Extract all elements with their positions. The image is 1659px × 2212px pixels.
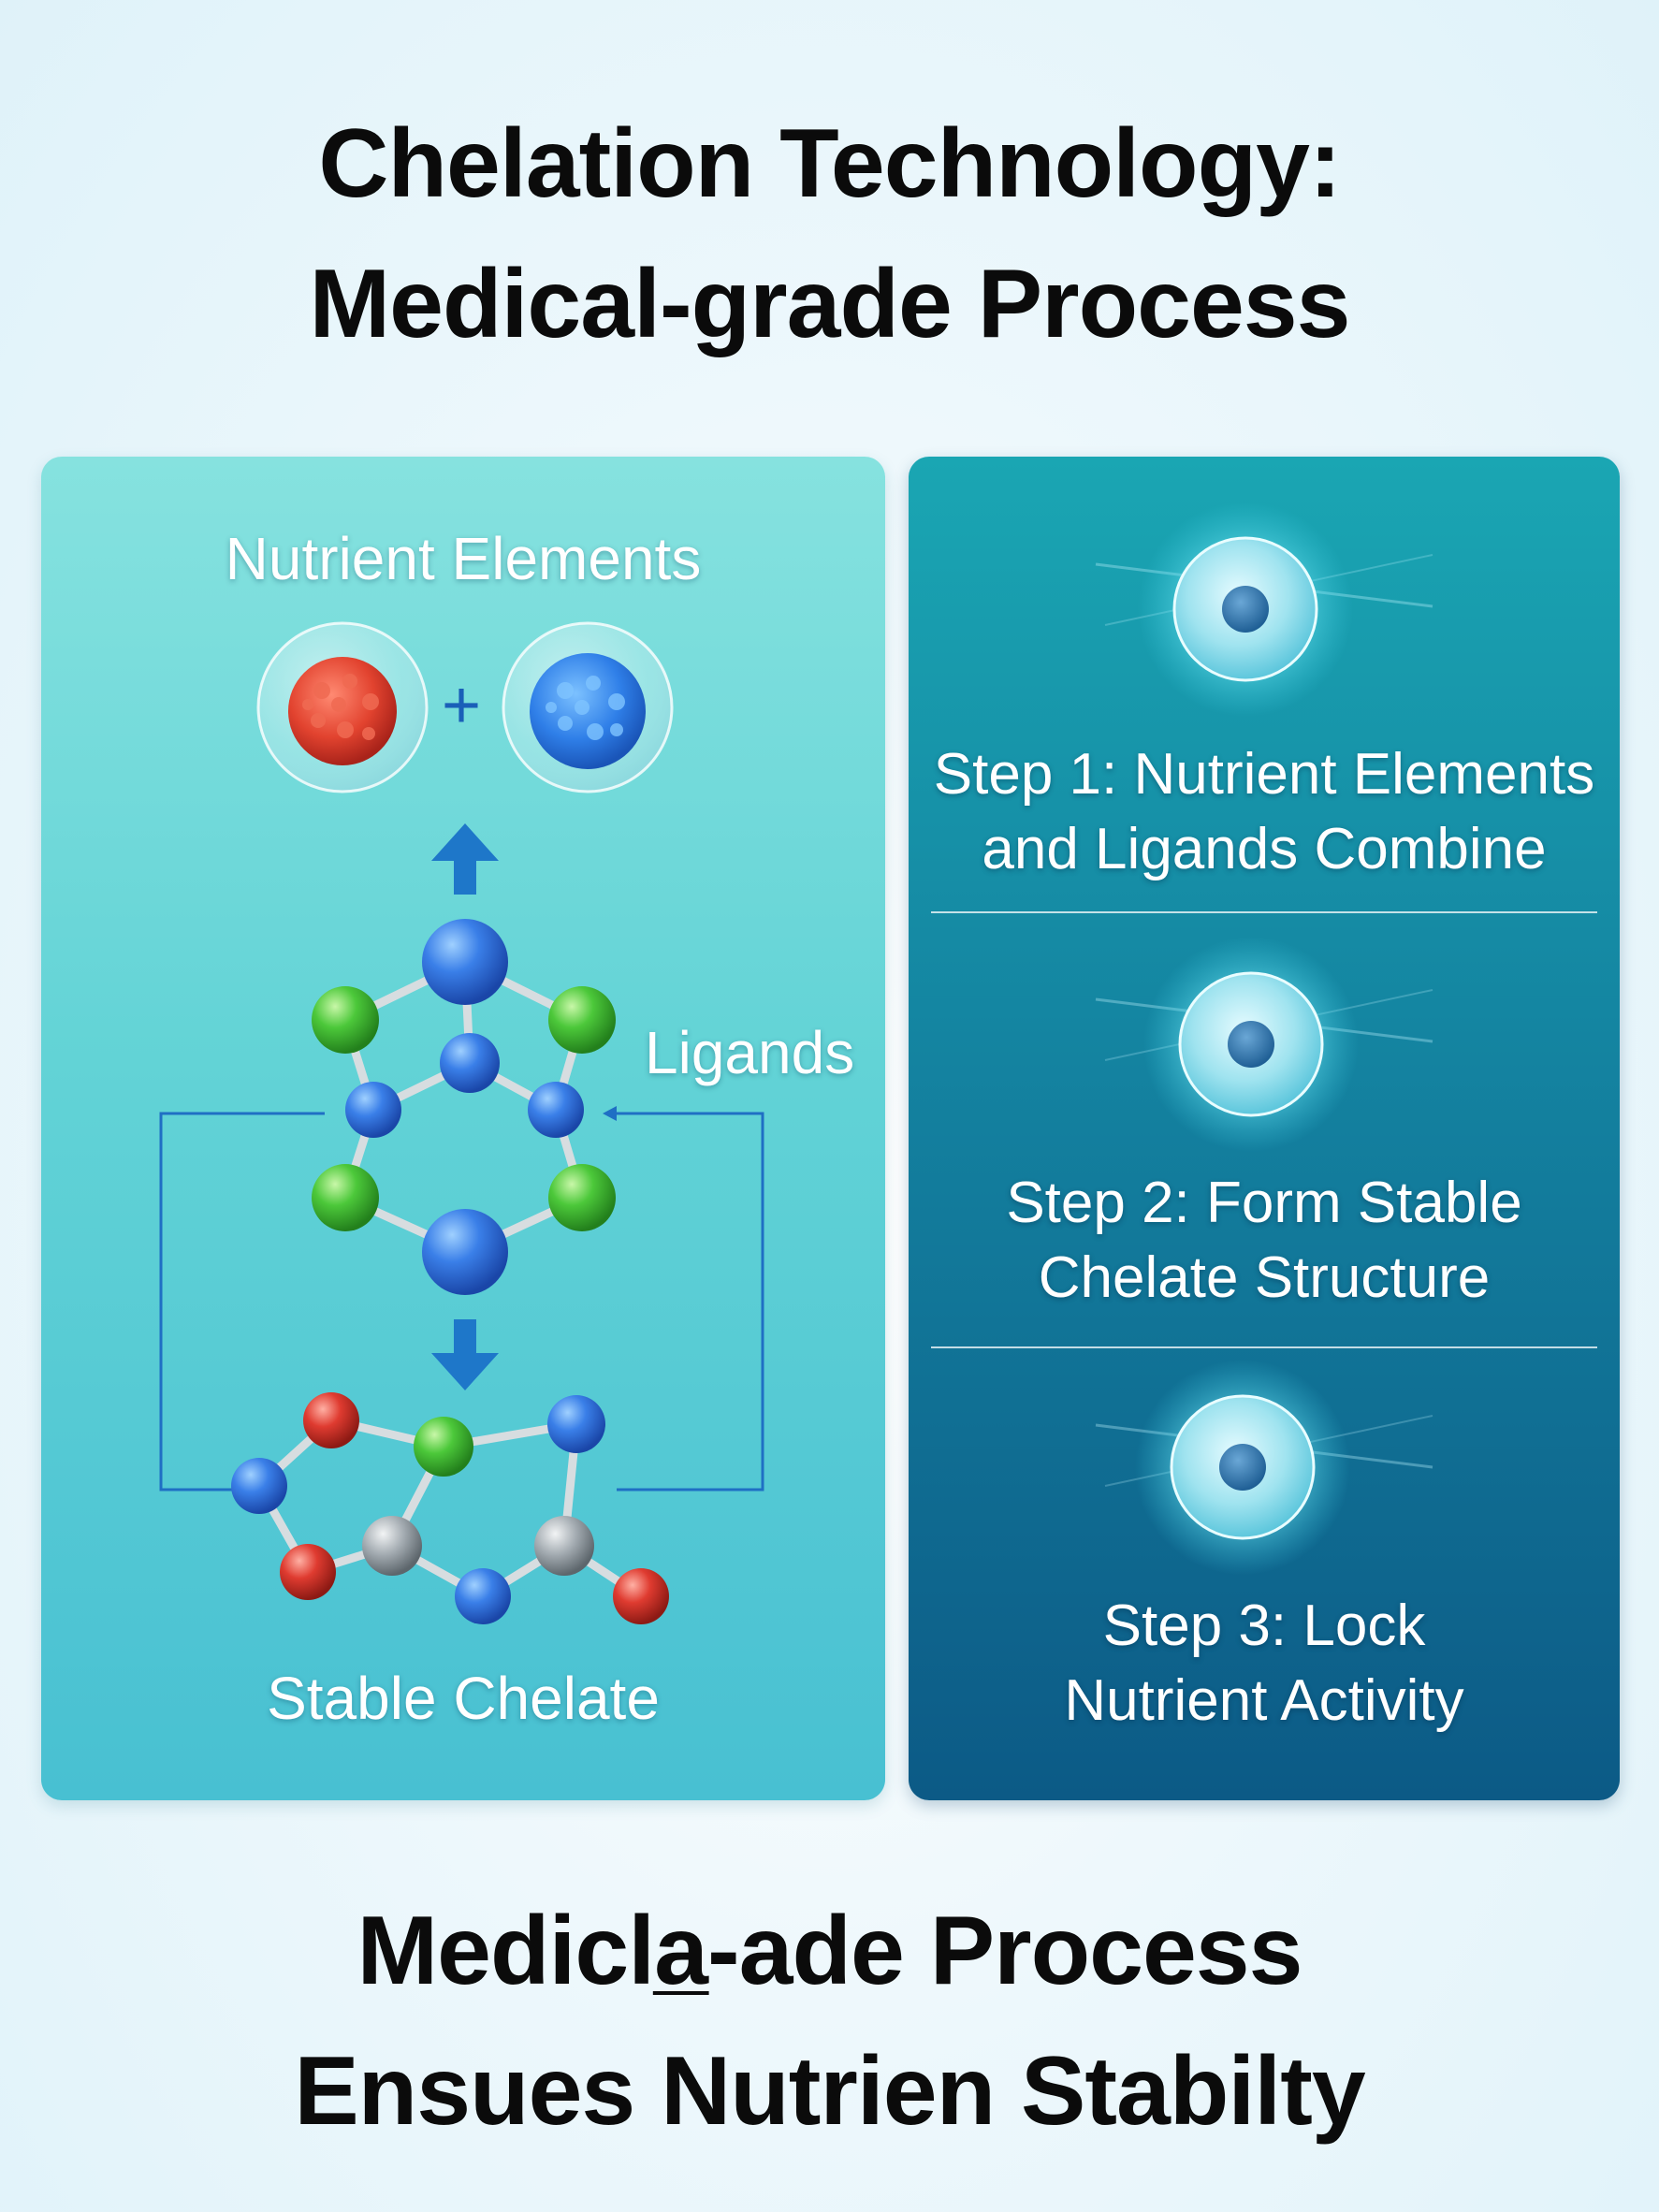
ligand-molecule (312, 919, 616, 1295)
step-3-text: Step 3: Lock Nutrient Activity (909, 1589, 1620, 1739)
title-line-2: Medical-grade Process (309, 250, 1351, 358)
down-arrow-icon (431, 1319, 499, 1390)
cell-icon-step-1 (1095, 502, 1433, 717)
process-steps-panel: Step 1: Nutrient Elements and Ligands Co… (909, 457, 1620, 1800)
step-1-text: Step 1: Nutrient Elements and Ligands Co… (909, 737, 1620, 887)
chelate-molecule (231, 1392, 669, 1624)
cell-icon-step-3 (1095, 1360, 1433, 1575)
step-1-line-1: Step 1: Nutrient Elements (933, 742, 1595, 807)
step-cell-graphics (1095, 502, 1433, 1575)
footer-line-2: Ensues Nutrien Stabilty (294, 2037, 1365, 2146)
step-divider (931, 911, 1597, 913)
page-title: Chelation Technology: Medical-grade Proc… (0, 94, 1659, 374)
cycle-bracket-lines (159, 1106, 764, 1492)
step-3-line-1: Step 3: Lock (1102, 1594, 1426, 1658)
title-line-1: Chelation Technology: (318, 109, 1341, 218)
nutrient-sphere-blue (502, 621, 674, 793)
cell-icon-step-2 (1095, 937, 1433, 1152)
chelation-diagram-panel: Nutrient Elements Ligands Stable Chelate (41, 457, 885, 1800)
footer-caption: Medicla̲-ade Process Ensues Nutrien Stab… (0, 1881, 1659, 2161)
stable-chelate-label: Stable Chelate (267, 1665, 660, 1732)
step-2-line-1: Step 2: Form Stable (1006, 1171, 1522, 1235)
ligands-label: Ligands (645, 1019, 855, 1086)
up-arrow-icon (431, 823, 499, 895)
plus-symbol: + (442, 668, 481, 743)
footer-line-1: Medicla̲-ade Process (357, 1897, 1303, 2005)
chelation-illustration: + (159, 621, 764, 1624)
step-3-line-2: Nutrient Activity (1064, 1668, 1464, 1733)
nutrient-sphere-red (256, 621, 429, 793)
step-2-text: Step 2: Form Stable Chelate Structure (909, 1166, 1620, 1316)
step-1-line-2: and Ligands Combine (982, 817, 1547, 881)
nutrient-elements-label: Nutrient Elements (225, 525, 702, 592)
step-2-line-2: Chelate Structure (1038, 1245, 1491, 1310)
step-divider (931, 1346, 1597, 1348)
